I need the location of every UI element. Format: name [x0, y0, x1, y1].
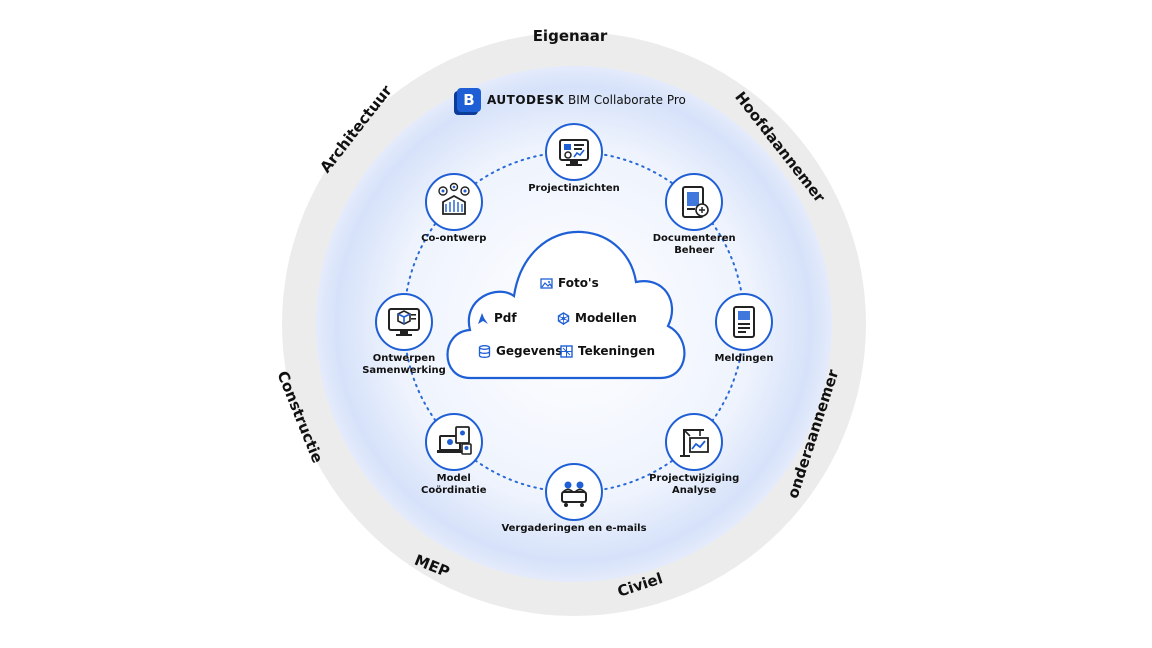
cloud-item-tekeningen: Tekeningen	[560, 344, 655, 358]
meeting-table-icon	[561, 481, 587, 507]
cloud-item-fotos: Foto's	[540, 276, 599, 290]
feature-node-projectwijziging	[665, 413, 724, 472]
cube-network-icon	[557, 311, 570, 325]
feature-node-documenteren	[665, 172, 724, 231]
cloud-item-label: Tekeningen	[578, 344, 655, 358]
crane-chart-icon	[680, 429, 710, 458]
blueprint-icon	[560, 344, 573, 358]
cloud-item-label: Pdf	[494, 311, 517, 325]
feature-label-meldingen: Meldingen	[714, 353, 774, 364]
feature-node-co-ontwerp	[424, 172, 483, 231]
cloud-item-label: Modellen	[575, 311, 637, 325]
product-brand: B AUTODESK BIM Collaborate Pro	[457, 88, 686, 112]
feature-node-vergaderingen	[545, 463, 603, 521]
building-team-icon	[438, 182, 470, 215]
cloud-item-label: Foto's	[558, 276, 599, 290]
bim-collaborate-logo: B	[457, 88, 481, 112]
data-cloud	[446, 230, 686, 380]
database-icon	[478, 344, 491, 358]
feature-label-model-coordinatie: Model Coördinatie	[421, 473, 487, 497]
feature-label-projectwijziging: Projectwijziging Analyse	[649, 473, 740, 497]
dashboard-monitor-icon	[559, 139, 589, 166]
pdf-icon	[478, 312, 488, 324]
feature-label-vergaderingen: Vergaderingen en e-mails	[501, 523, 647, 534]
feature-label-co-ontwerp: Co-ontwerp	[421, 232, 487, 244]
tablet-document-icon	[682, 185, 710, 218]
cloud-item-modellen: Modellen	[557, 311, 637, 325]
feature-node-projectinzichten	[545, 123, 603, 181]
cloud-item-label: Gegevens	[496, 344, 563, 358]
stakeholder-eigenaar: Eigenaar	[532, 27, 608, 45]
brand-company: AUTODESK	[487, 93, 565, 107]
feature-label-documenteren: Documenteren Beheer	[652, 232, 736, 256]
tablet-list-icon	[733, 306, 755, 338]
cloud-item-gegevens: Gegevens	[478, 344, 562, 358]
brand-product: BIM Collaborate Pro	[567, 93, 686, 107]
laptop-people-icon	[436, 426, 472, 456]
feature-label-ontwerpen: Ontwerpen Samenwerking	[362, 353, 446, 376]
feature-node-meldingen	[715, 293, 773, 351]
feature-label-projectinzichten: Projectinzichten	[528, 183, 620, 194]
feature-node-ontwerpen	[375, 293, 433, 351]
cloud-item-pdf: Pdf	[476, 311, 517, 325]
monitor-cube-icon	[388, 308, 420, 336]
feature-node-model-coordinatie	[424, 413, 483, 472]
image-icon	[540, 277, 553, 289]
